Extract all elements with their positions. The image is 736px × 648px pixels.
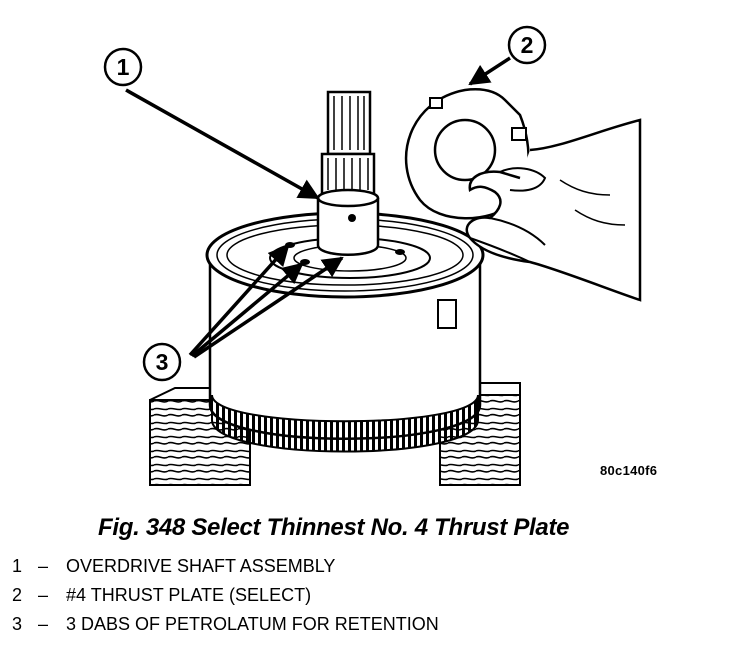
legend-list: 1–OVERDRIVE SHAFT ASSEMBLY 2–#4 THRUST P… [12,554,439,641]
legend-text: OVERDRIVE SHAFT ASSEMBLY [66,556,336,576]
legend-number: 1 [12,556,23,576]
callout-2: 2 [468,25,547,86]
legend-text: 3 DABS OF PETROLATUM FOR RETENTION [66,614,439,634]
callout-3-label: 3 [156,349,169,375]
callout-1-label: 1 [117,54,130,80]
legend-separator: – [38,585,49,605]
callout-2-label: 2 [521,32,534,58]
illustration-code: 80c140f6 [600,463,658,478]
legend-separator: – [38,614,49,634]
legend-item: 2–#4 THRUST PLATE (SELECT) [12,583,439,612]
legend-item: 1–OVERDRIVE SHAFT ASSEMBLY [12,554,439,583]
thrust-plate-illustration: 1 2 3 [103,25,642,486]
hand [465,118,642,302]
legend-separator: – [38,556,49,576]
legend-number: 2 [12,585,23,605]
legend-text: #4 THRUST PLATE (SELECT) [66,585,312,605]
figure-caption: Fig. 348 Select Thinnest No. 4 Thrust Pl… [98,514,570,541]
callout-1: 1 [103,47,320,200]
callout-3: 3 [142,244,344,382]
overdrive-shaft [316,90,380,256]
legend-item: 3–3 DABS OF PETROLATUM FOR RETENTION [12,612,439,641]
legend-number: 3 [12,614,23,634]
